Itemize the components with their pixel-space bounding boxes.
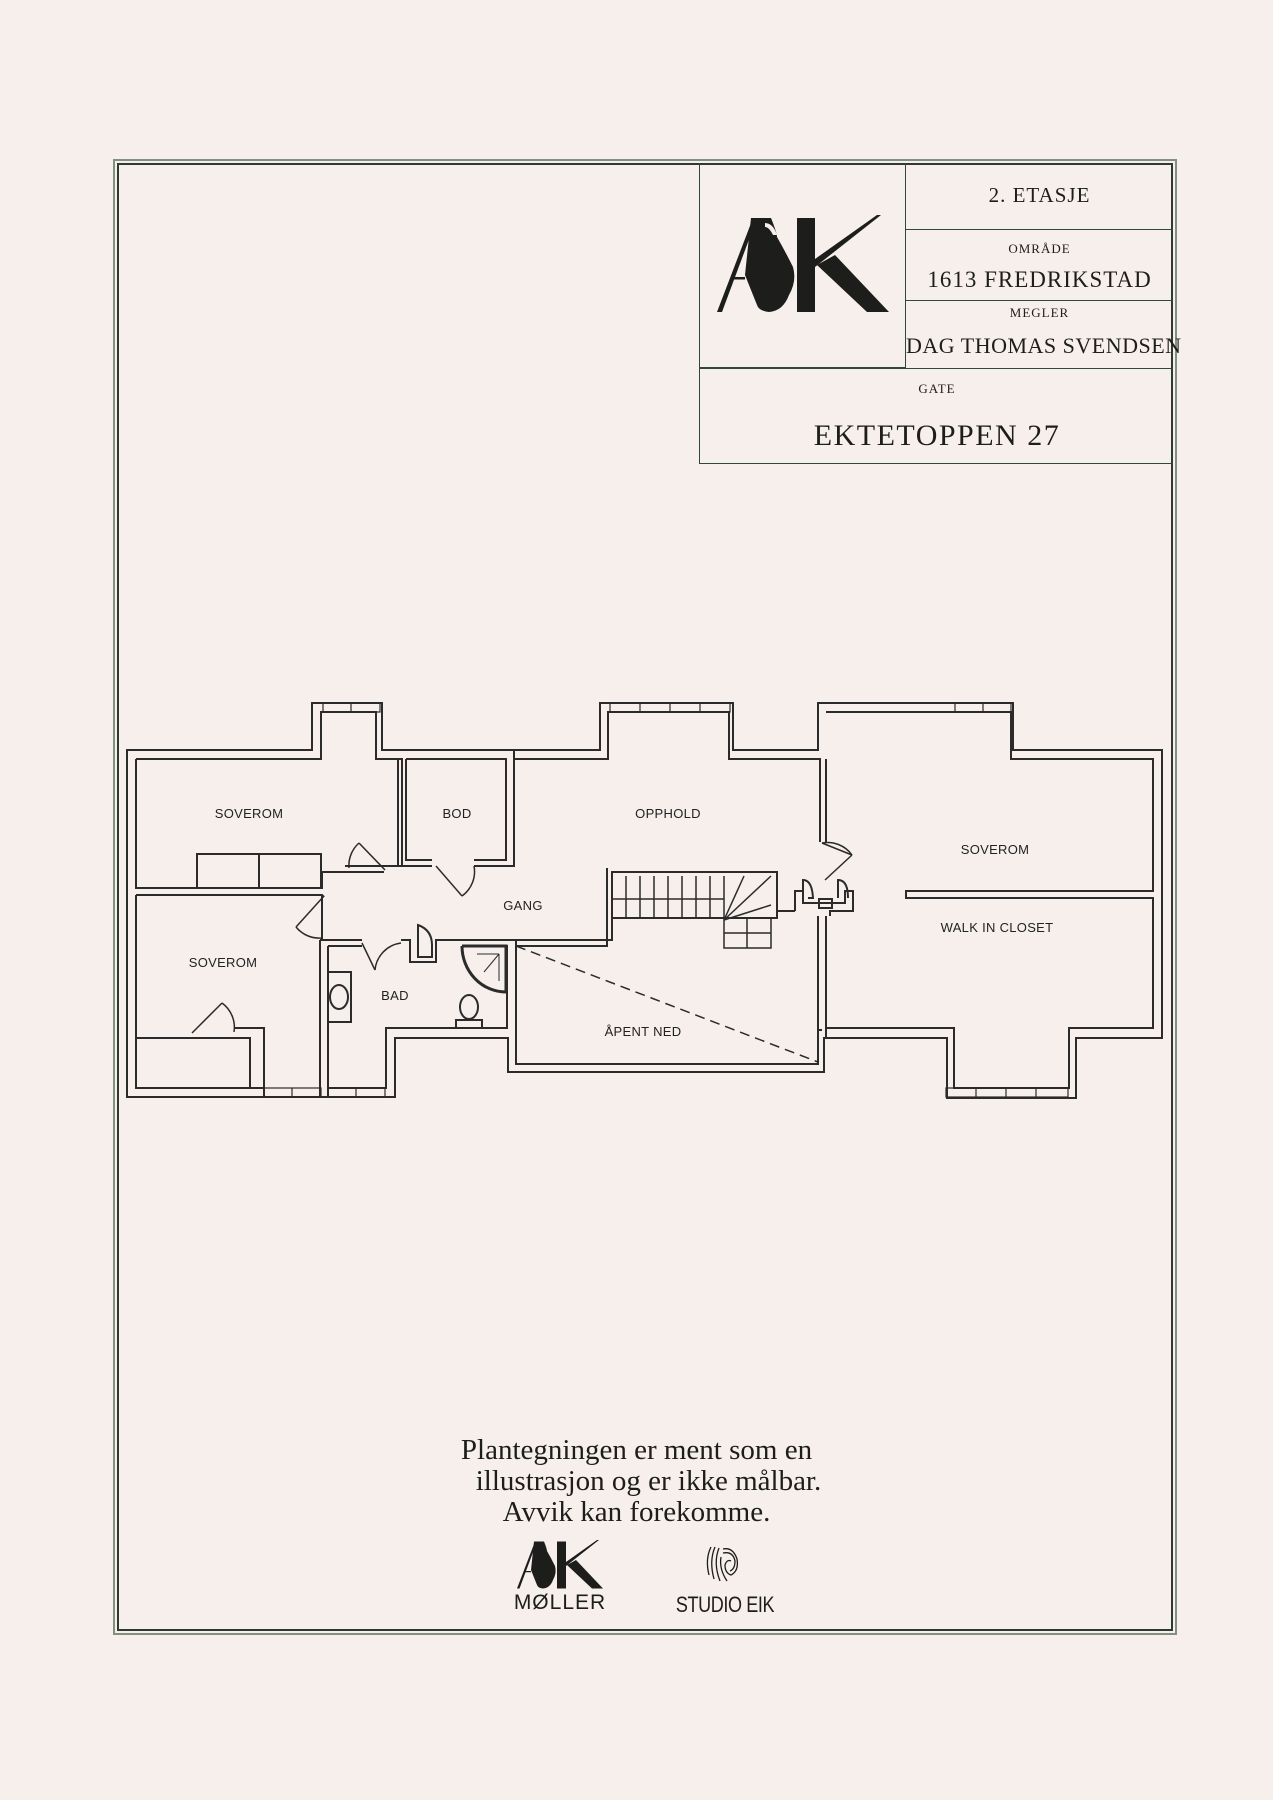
street-cell: GATE EKTETOPPEN 27 (700, 368, 1173, 465)
room-label-soverom-sw: SOVEROM (188, 955, 258, 970)
area-label: OMRÅDE (1008, 241, 1071, 256)
disclaimer-line: Plantegningen er ment som en (460, 1434, 813, 1466)
studio-eik-logo: STUDIO EIK (660, 1545, 790, 1618)
room-label-soverom-nw: SOVEROM (214, 806, 284, 821)
title-block: 2. ETASJE OMRÅDE 1613 FREDRIKSTAD MEGLER… (699, 163, 1182, 465)
disclaimer-text: Plantegningen er ment som en illustrasjo… (0, 1435, 1273, 1528)
area-cell: OMRÅDE 1613 FREDRIKSTAD (906, 230, 1173, 301)
room-label-gang: GANG (503, 898, 543, 913)
broker-cell: MEGLER DAG THOMAS SVENDSEN (906, 301, 1182, 368)
studio-eik-subtitle: STUDIO EIK (675, 1592, 775, 1617)
page-frame-inner (117, 163, 1173, 1631)
ask-moller-subtitle: MØLLER (513, 1591, 607, 1614)
room-label-apent-ned: ÅPENT NED (604, 1024, 682, 1039)
room-label-soverom-east: SOVEROM (960, 842, 1030, 857)
ask-logo-icon (517, 1540, 603, 1589)
disclaimer-line: Avvik kan forekomme. (502, 1496, 771, 1528)
page-frame-outer (113, 159, 1177, 1635)
ask-logo-icon (716, 215, 889, 312)
room-label-bad: BAD (381, 988, 409, 1003)
title-block-logo-cell (700, 163, 906, 368)
room-label-walk-in-closet: WALK IN CLOSET (940, 920, 1054, 935)
broker-value: DAG THOMAS SVENDSEN (906, 333, 1182, 358)
street-label: GATE (918, 381, 956, 396)
room-label-opphold: OPPHOLD (635, 806, 701, 821)
fingerprint-icon (706, 1546, 739, 1582)
disclaimer-line: illustrasjon og er ikke målbar. (475, 1465, 822, 1497)
floor-label: 2. ETASJE (988, 183, 1091, 207)
exterior-wall-outer (126, 702, 1163, 1099)
ask-moller-logo: MØLLER (510, 1540, 610, 1615)
floor-cell: 2. ETASJE (906, 163, 1173, 230)
room-label-bod: BOD (442, 806, 472, 821)
broker-label: MEGLER (1009, 305, 1070, 320)
street-value: EKTETOPPEN 27 (813, 419, 1061, 452)
area-value: 1613 FREDRIKSTAD (927, 267, 1152, 292)
